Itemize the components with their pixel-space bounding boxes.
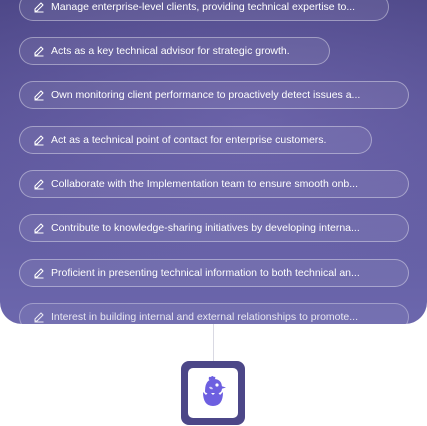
responsibility-chip[interactable]: Manage enterprise-level clients, providi…	[19, 0, 389, 21]
responsibility-text: Contribute to knowledge-sharing initiati…	[51, 222, 360, 234]
edit-icon	[32, 178, 45, 191]
responsibilities-panel: Manage enterprise-level clients, providi…	[0, 0, 427, 324]
edit-icon	[32, 222, 45, 235]
edit-icon	[32, 267, 45, 280]
responsibility-chip[interactable]: Interest in building internal and extern…	[19, 303, 409, 324]
responsibility-text: Collaborate with the Implementation team…	[51, 178, 359, 190]
responsibility-text: Act as a technical point of contact for …	[51, 134, 327, 146]
responsibility-chip[interactable]: Own monitoring client performance to pro…	[19, 81, 409, 109]
responsibility-text: Manage enterprise-level clients, providi…	[51, 1, 356, 13]
responsibility-chip[interactable]: Proficient in presenting technical infor…	[19, 259, 409, 287]
edit-icon	[32, 134, 45, 147]
edit-icon	[32, 311, 45, 324]
edit-icon	[32, 45, 45, 58]
edit-icon	[32, 89, 45, 102]
app-logo-tile[interactable]	[181, 361, 245, 425]
responsibility-text: Acts as a key technical advisor for stra…	[51, 45, 290, 57]
responsibility-chip[interactable]: Act as a technical point of contact for …	[19, 126, 372, 154]
connector-line	[213, 324, 214, 361]
responsibility-text: Own monitoring client performance to pro…	[51, 89, 361, 101]
chick-egg-logo-icon	[195, 373, 231, 414]
responsibility-chip[interactable]: Contribute to knowledge-sharing initiati…	[19, 214, 409, 242]
responsibility-text: Interest in building internal and extern…	[51, 311, 359, 323]
app-logo	[188, 368, 238, 418]
responsibility-text: Proficient in presenting technical infor…	[51, 267, 360, 279]
edit-icon	[32, 1, 45, 14]
responsibility-chip[interactable]: Acts as a key technical advisor for stra…	[19, 37, 330, 65]
responsibility-chip[interactable]: Collaborate with the Implementation team…	[19, 170, 409, 198]
